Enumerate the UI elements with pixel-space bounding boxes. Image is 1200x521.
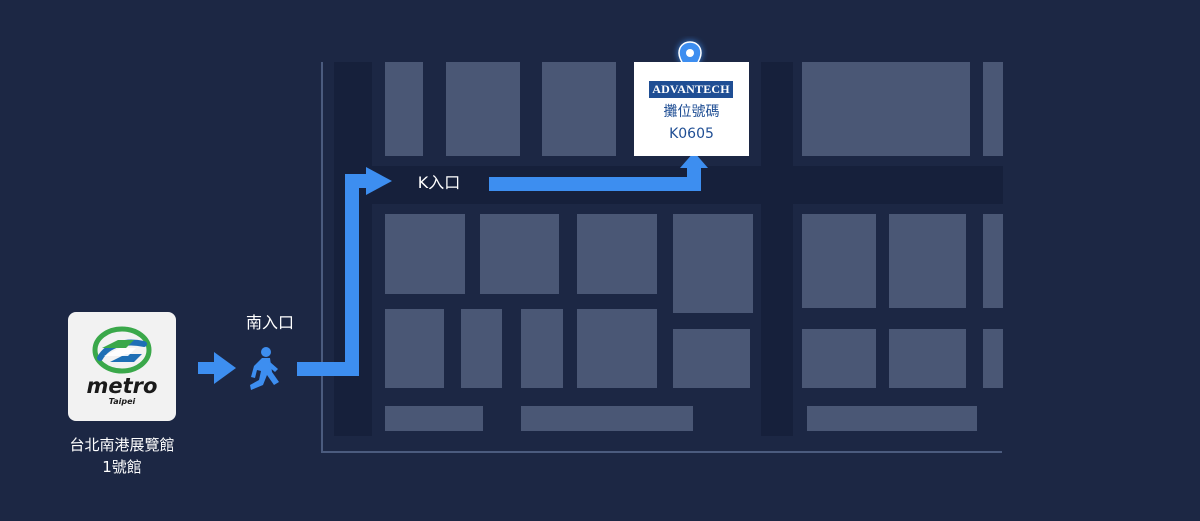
booth-block xyxy=(889,329,966,388)
booth-block xyxy=(983,329,1003,388)
booth-block xyxy=(577,214,657,294)
booth-block xyxy=(385,309,444,388)
booth-block xyxy=(521,406,693,431)
booth-block xyxy=(802,329,876,388)
booth-block xyxy=(577,309,657,388)
route-path-k xyxy=(489,152,708,191)
station-name-line1: 台北南港展覽館 xyxy=(69,436,175,454)
booth-block xyxy=(802,214,876,308)
booth-block xyxy=(480,214,559,294)
station-name-line2: 1號館 xyxy=(102,458,142,476)
brand-logo: ADVANTECH xyxy=(649,81,733,98)
metro-station-card: metro Taipei xyxy=(68,312,176,421)
booth-block xyxy=(446,62,520,156)
entrance-k-label: K入口 xyxy=(417,173,461,192)
booth-blocks xyxy=(385,62,1003,431)
aisle-east xyxy=(761,62,793,436)
hall-outline xyxy=(321,62,1002,453)
booth-number: K0605 xyxy=(669,126,714,142)
booth-block xyxy=(461,309,502,388)
booth-block xyxy=(807,406,977,431)
booth-block xyxy=(542,62,616,156)
booth-block xyxy=(385,214,465,294)
booth-block xyxy=(673,329,750,388)
walking-person-icon xyxy=(250,347,279,390)
booth-block xyxy=(983,214,1003,308)
route-arrow-icon xyxy=(198,352,236,384)
booth-block xyxy=(385,406,483,431)
booth-block xyxy=(802,62,970,156)
route-path-south xyxy=(297,167,392,376)
booth-block xyxy=(521,309,563,388)
booth-block xyxy=(673,214,753,313)
booth-block xyxy=(385,62,423,156)
booth-block xyxy=(889,214,966,308)
booth-label: 攤位號碼 xyxy=(663,104,720,120)
station-name: 台北南港展覽館 1號館 xyxy=(40,434,204,478)
entrance-south-label: 南入口 xyxy=(245,313,294,332)
metro-logo-sub: Taipei xyxy=(108,397,136,406)
booth-card: ADVANTECH 攤位號碼 K0605 xyxy=(634,62,749,156)
booth-block xyxy=(983,62,1003,156)
metro-logo-icon xyxy=(92,326,152,374)
metro-logo-word: metro xyxy=(86,374,158,398)
